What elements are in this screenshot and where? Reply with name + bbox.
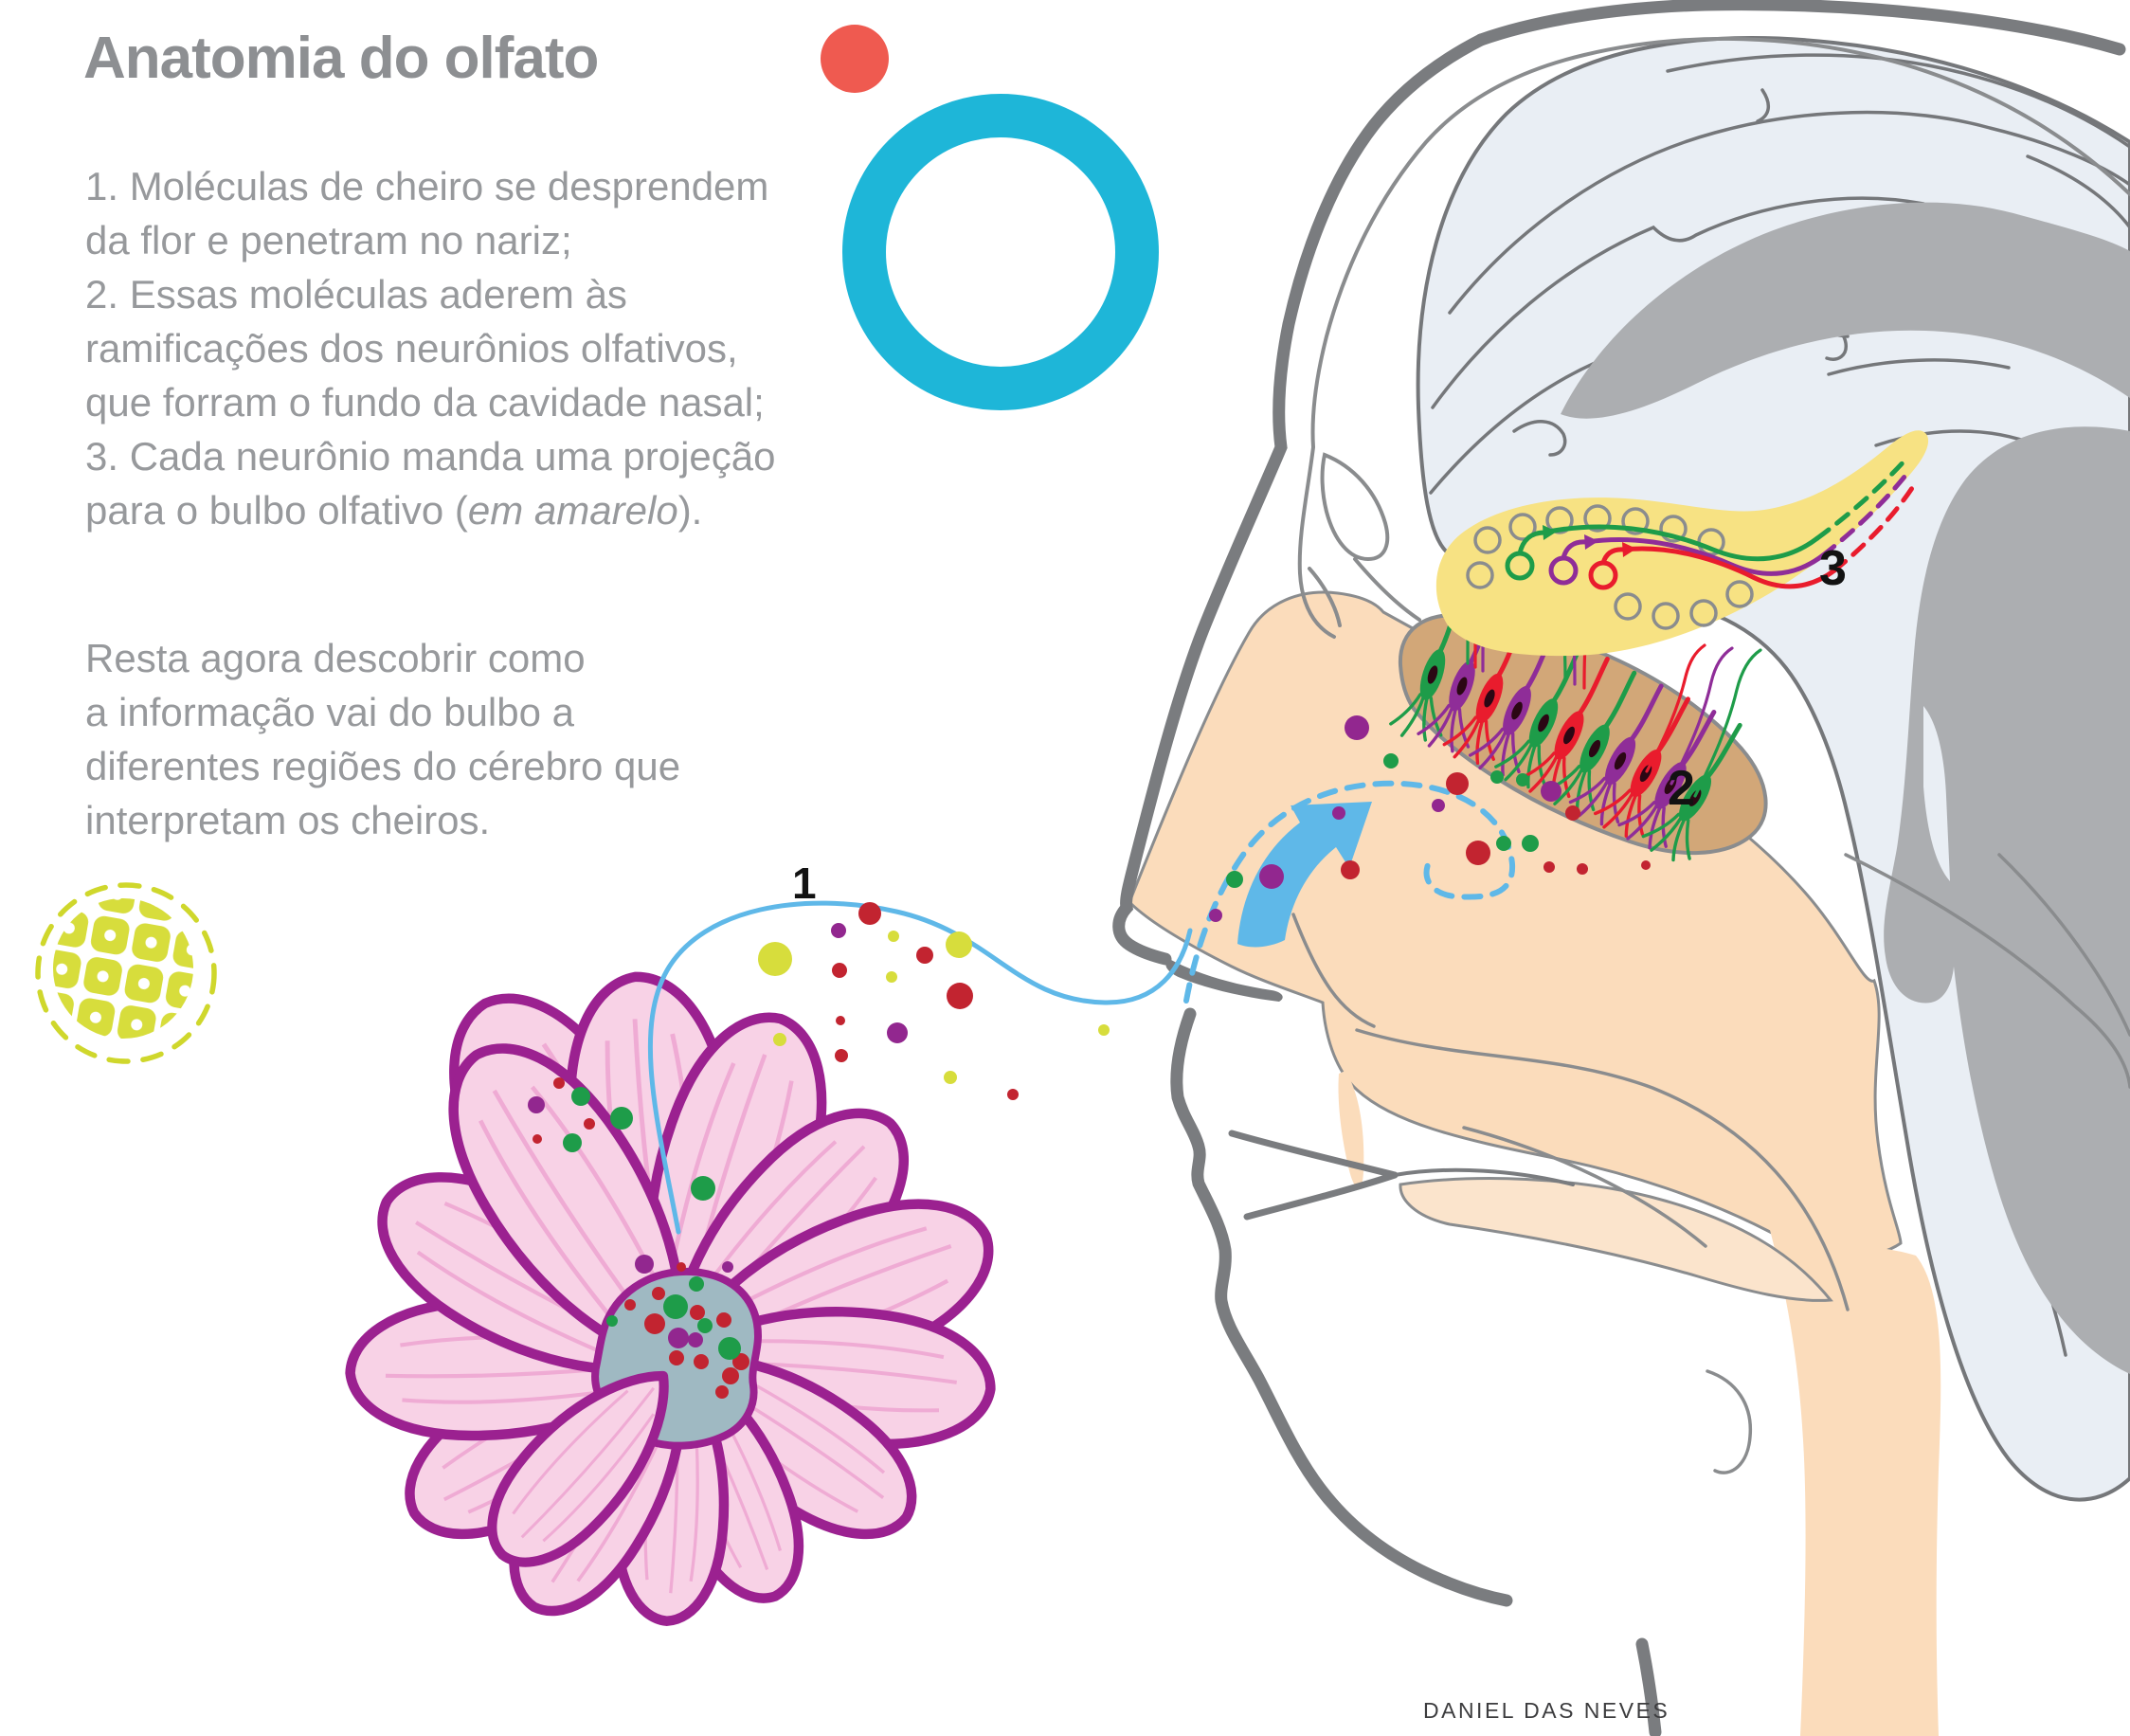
italic-line-post: ). [677,488,703,533]
brain [1416,36,2130,1502]
tongue-surface-line [1462,1126,1707,1248]
olfactory-tract-fibers [1542,456,1917,589]
intro-paragraph: 1. Moléculas de cheiro se desprendem da … [85,159,775,537]
scent-molecules [758,715,1651,1100]
closing-line: interpretam os cheiros. [85,798,491,842]
brainstem-gray [1884,426,2130,1374]
tongue-band [1399,1177,1833,1302]
pharynx-wall-line2 [1997,853,2130,1037]
nasal-passage-line [1291,913,1376,1028]
palate-line [1355,1028,1850,1311]
page-title: Anatomia do olfato [83,26,599,91]
skull-top-outline [1474,0,2126,56]
closing-paragraph: Resta agora descobrir como a informação … [85,631,680,847]
pharynx-wall-line [1844,853,2130,1089]
italic-line-pre: para o bulbo olfativo ( [85,488,468,533]
closing-line: Resta agora descobrir como [85,636,586,680]
step-label-3: 3 [1819,541,1847,596]
tongue-tip [1338,1071,1364,1189]
closing-line: diferentes regiões do cérebro que [85,744,681,788]
intro-line: 3. Cada neurônio manda uma projeção [85,434,776,479]
skull-inner-line [1297,36,2130,639]
closing-line: a informação vai do bulbo a [85,690,574,734]
airflow-arrow [1237,802,1372,948]
illustrator-credit: DANIEL DAS NEVES [1423,1698,1670,1723]
epiglottis-line [1706,1369,1753,1474]
face-skin [1128,590,2130,1736]
head-anatomy [1112,0,2130,1736]
step-label-2: 2 [1668,761,1695,816]
intro-line-italic: para o bulbo olfativo (em amarelo). [85,483,775,537]
nostril [1165,959,1283,1002]
airflow [1183,780,1516,1004]
flower [348,964,1012,1638]
petal-molecules [528,1077,733,1292]
lip-seam-upper [1228,1130,1399,1179]
intro-line: 1. Moléculas de cheiro se desprendem [85,164,769,208]
mitral-cells [1505,530,1625,590]
italic-line-em: em amarelo [467,488,678,533]
lips-chin-outline [1170,1007,1513,1607]
intro-line: que forram o fundo da cavidade nasal; [85,380,765,425]
intro-line: ramificações dos neurônios olfativos, [85,326,738,371]
mouth-inner-line [1393,1167,1575,1186]
pattern-circle-decor [35,882,217,1064]
neck-outline [1635,1637,1662,1736]
step-label-1: 1 [792,859,817,908]
throat-column [1770,1230,1941,1736]
nasal-cavity-region [1128,590,1903,1257]
cyan-ring-decor [842,94,1159,410]
olfactory-bulb [1435,430,1929,657]
airflow-dashed-swirl [1183,780,1516,1004]
face-profile-outline [1112,33,1488,966]
corpus-callosum [1561,202,2130,419]
head-outline [1112,0,2126,1736]
intro-line: da flor e penetram no nariz; [85,218,572,262]
red-dot-decor [821,25,889,93]
ventricle-slit [1923,706,1950,881]
lip-seam-lower [1243,1171,1399,1221]
glomeruli [1466,504,1754,630]
intro-line: 2. Essas moléculas aderem às [85,272,627,316]
flower-center-molecules [606,1287,749,1399]
